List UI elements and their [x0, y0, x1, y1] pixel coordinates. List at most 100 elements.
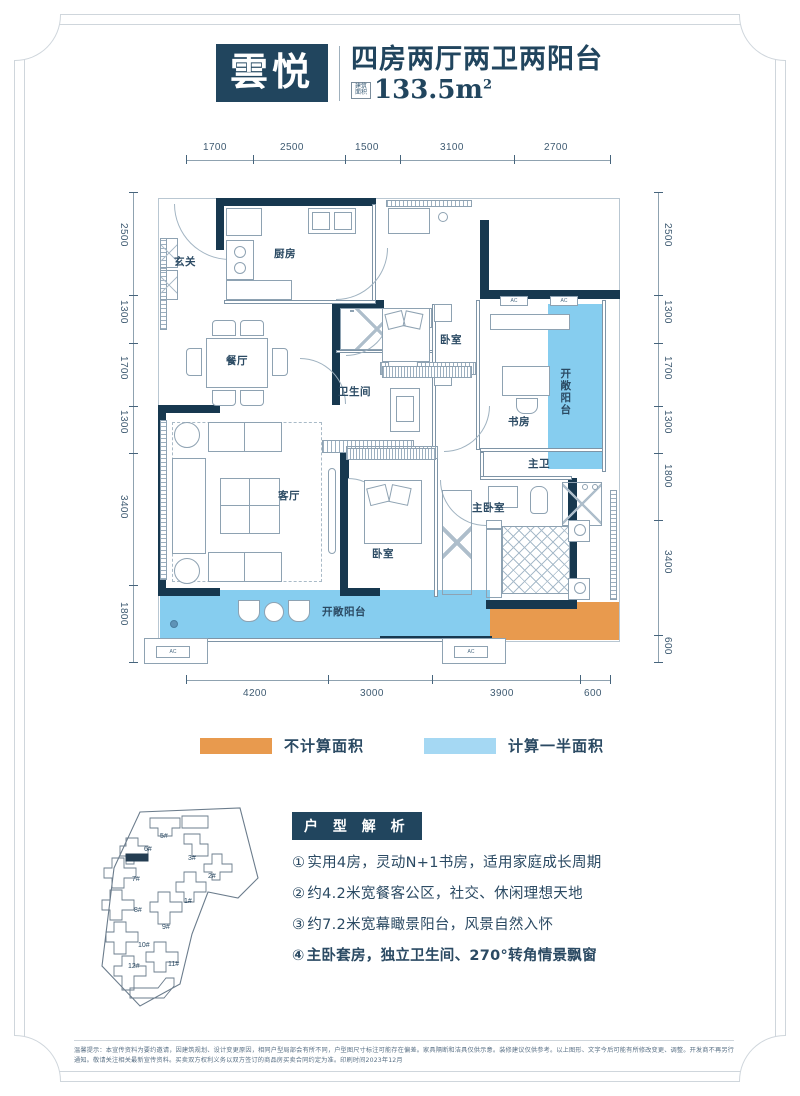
bed2-bed [382, 308, 430, 362]
masterbath-shower [562, 482, 602, 526]
footer-divider [74, 1040, 734, 1041]
wall-living-right-bottom [340, 588, 380, 596]
partition-kitchen-bottom [224, 300, 376, 304]
room-label-bedroom2: 卧室 [440, 334, 462, 346]
room-label-living: 客厅 [278, 490, 300, 502]
analysis-section: 户 型 解 析 ① 实用4房，灵动N+1书房，适用家庭成长周期 ② 约4.2米宽… [292, 812, 692, 979]
living-side-table-top [174, 422, 200, 448]
wall-bath-top [332, 300, 384, 308]
dim-tick [345, 155, 346, 164]
wall-dining-left [158, 405, 220, 413]
living-sofa-top-split [244, 422, 245, 452]
analysis-item-text: 约4.2米宽餐客公区，社交、休闲理想天地 [307, 886, 583, 903]
kitchen-sink-basin-a [312, 212, 330, 230]
bed2-nightstand-a [434, 304, 452, 322]
dim-tick [610, 675, 611, 684]
dim-left-line [133, 192, 134, 662]
header-divider [339, 46, 341, 101]
analysis-item-number: ③ [292, 917, 306, 934]
page-frame-inner [24, 24, 776, 1072]
dim-left-5: 1800 [118, 602, 129, 626]
room-label-balcony-east: 开敞阳台 [560, 368, 572, 417]
dim-tick [432, 675, 433, 684]
room-label-entry: 玄关 [174, 256, 196, 268]
bed3-bed [364, 480, 422, 544]
area-number: 133.5m [374, 74, 483, 105]
dim-left-0: 2500 [118, 223, 129, 247]
masterbath-toilet [530, 486, 548, 514]
masterbath-basin [488, 486, 518, 508]
master-wardrobe [442, 490, 472, 595]
legend-swatch-blue [424, 737, 497, 754]
masterbath-fixture-b [592, 484, 598, 490]
site-label-8: 8# [134, 907, 142, 914]
wall-master-bottom [486, 600, 577, 609]
living-table-split-v [249, 478, 250, 534]
dim-tick [400, 155, 401, 164]
dim-tick [654, 406, 663, 407]
site-plan-svg: 5# 6# 3# 2# 7# 1# 8# 9# 10# 11# 12# [101, 807, 259, 1007]
partition-masterbath-bottom [480, 476, 572, 480]
wall-study-left [480, 220, 489, 299]
building-block-11 [145, 941, 179, 973]
legend-label-not-counted: 不计算面积 [284, 737, 365, 755]
balcony-drain [170, 620, 178, 628]
balcony-chair-a [238, 600, 260, 622]
bed2-pillow-b [402, 310, 424, 330]
balcony-south-fill [160, 590, 490, 640]
masterbath-fixture-a [582, 484, 588, 490]
kitchen-sink-basin-b [334, 212, 352, 230]
wall-living-bottom [158, 588, 220, 596]
wall-living-right [340, 448, 348, 596]
analysis-item-number: ① [292, 855, 306, 871]
analysis-item: ④ 主卧套房，独立卫生间、270°转角情景飘窗 [292, 947, 692, 965]
dim-tick [654, 192, 663, 193]
dining-table [206, 338, 268, 388]
balcony-chair-b [288, 600, 310, 622]
bed3-pillow-b [388, 484, 412, 506]
dim-tick [253, 155, 254, 164]
analysis-item-text: 实用4房，灵动N+1书房，适用家庭成长周期 [307, 855, 602, 871]
analysis-title: 户 型 解 析 [292, 812, 422, 840]
header-text-block: 四房两厅两卫两阳台 建筑面积 133.5m2 [351, 44, 603, 103]
building-block-3 [183, 833, 209, 857]
building-block-7 [103, 857, 137, 889]
stove-burner-b [234, 262, 246, 274]
living-side-table-bottom [174, 558, 200, 584]
area-superscript: 2 [482, 77, 492, 93]
analysis-item-text: 主卧套房，独立卫生间、270°转角情景飘窗 [306, 948, 597, 965]
footer-disclaimer: 温馨提示：本宣传资料为要约邀请，因建筑规划、设计变更原因，相同户型局部会有所不同… [74, 1047, 734, 1064]
dim-tick [580, 675, 581, 684]
dim-tick [129, 662, 138, 663]
dim-right-4: 1800 [662, 464, 673, 488]
dining-chair-bot-a [212, 390, 236, 406]
study-shelf [490, 314, 570, 330]
window-living-left [160, 420, 167, 580]
master-lamp-a [574, 524, 586, 536]
site-label-7: 7# [132, 876, 140, 883]
site-label-3: 3# [188, 855, 196, 862]
legend-swatch-orange [200, 737, 272, 754]
building-block-6 [119, 837, 149, 865]
legend-label-half-counted: 计算一半面积 [508, 737, 605, 755]
dim-right-1: 1300 [662, 300, 673, 324]
window-kitchen [386, 200, 472, 207]
page-frame-outer [14, 14, 786, 1082]
dim-right-3: 1300 [662, 410, 673, 434]
balcony-table [264, 602, 284, 622]
floorplan-drawing: AC AC [144, 190, 650, 664]
master-lamp-b [574, 582, 586, 594]
unit-name-badge: 雲悦 [216, 44, 329, 102]
analysis-list: ① 实用4房，灵动N+1书房，适用家庭成长周期 ② 约4.2米宽餐客公区，社交、… [292, 854, 692, 966]
living-sofa-bottom [208, 552, 282, 582]
unit-subtitle: 四房两厅两卫两阳台 [351, 44, 604, 75]
dim-tick [186, 675, 187, 684]
balcony-east-fill [548, 304, 603, 469]
window-master-right [610, 490, 617, 600]
dim-tick [129, 585, 138, 586]
dim-tick [129, 453, 138, 454]
dim-left-2: 1700 [118, 356, 129, 380]
ac-unit-south: AC [454, 646, 488, 658]
master-headboard [486, 520, 502, 598]
kitchen-fridge [388, 208, 430, 234]
